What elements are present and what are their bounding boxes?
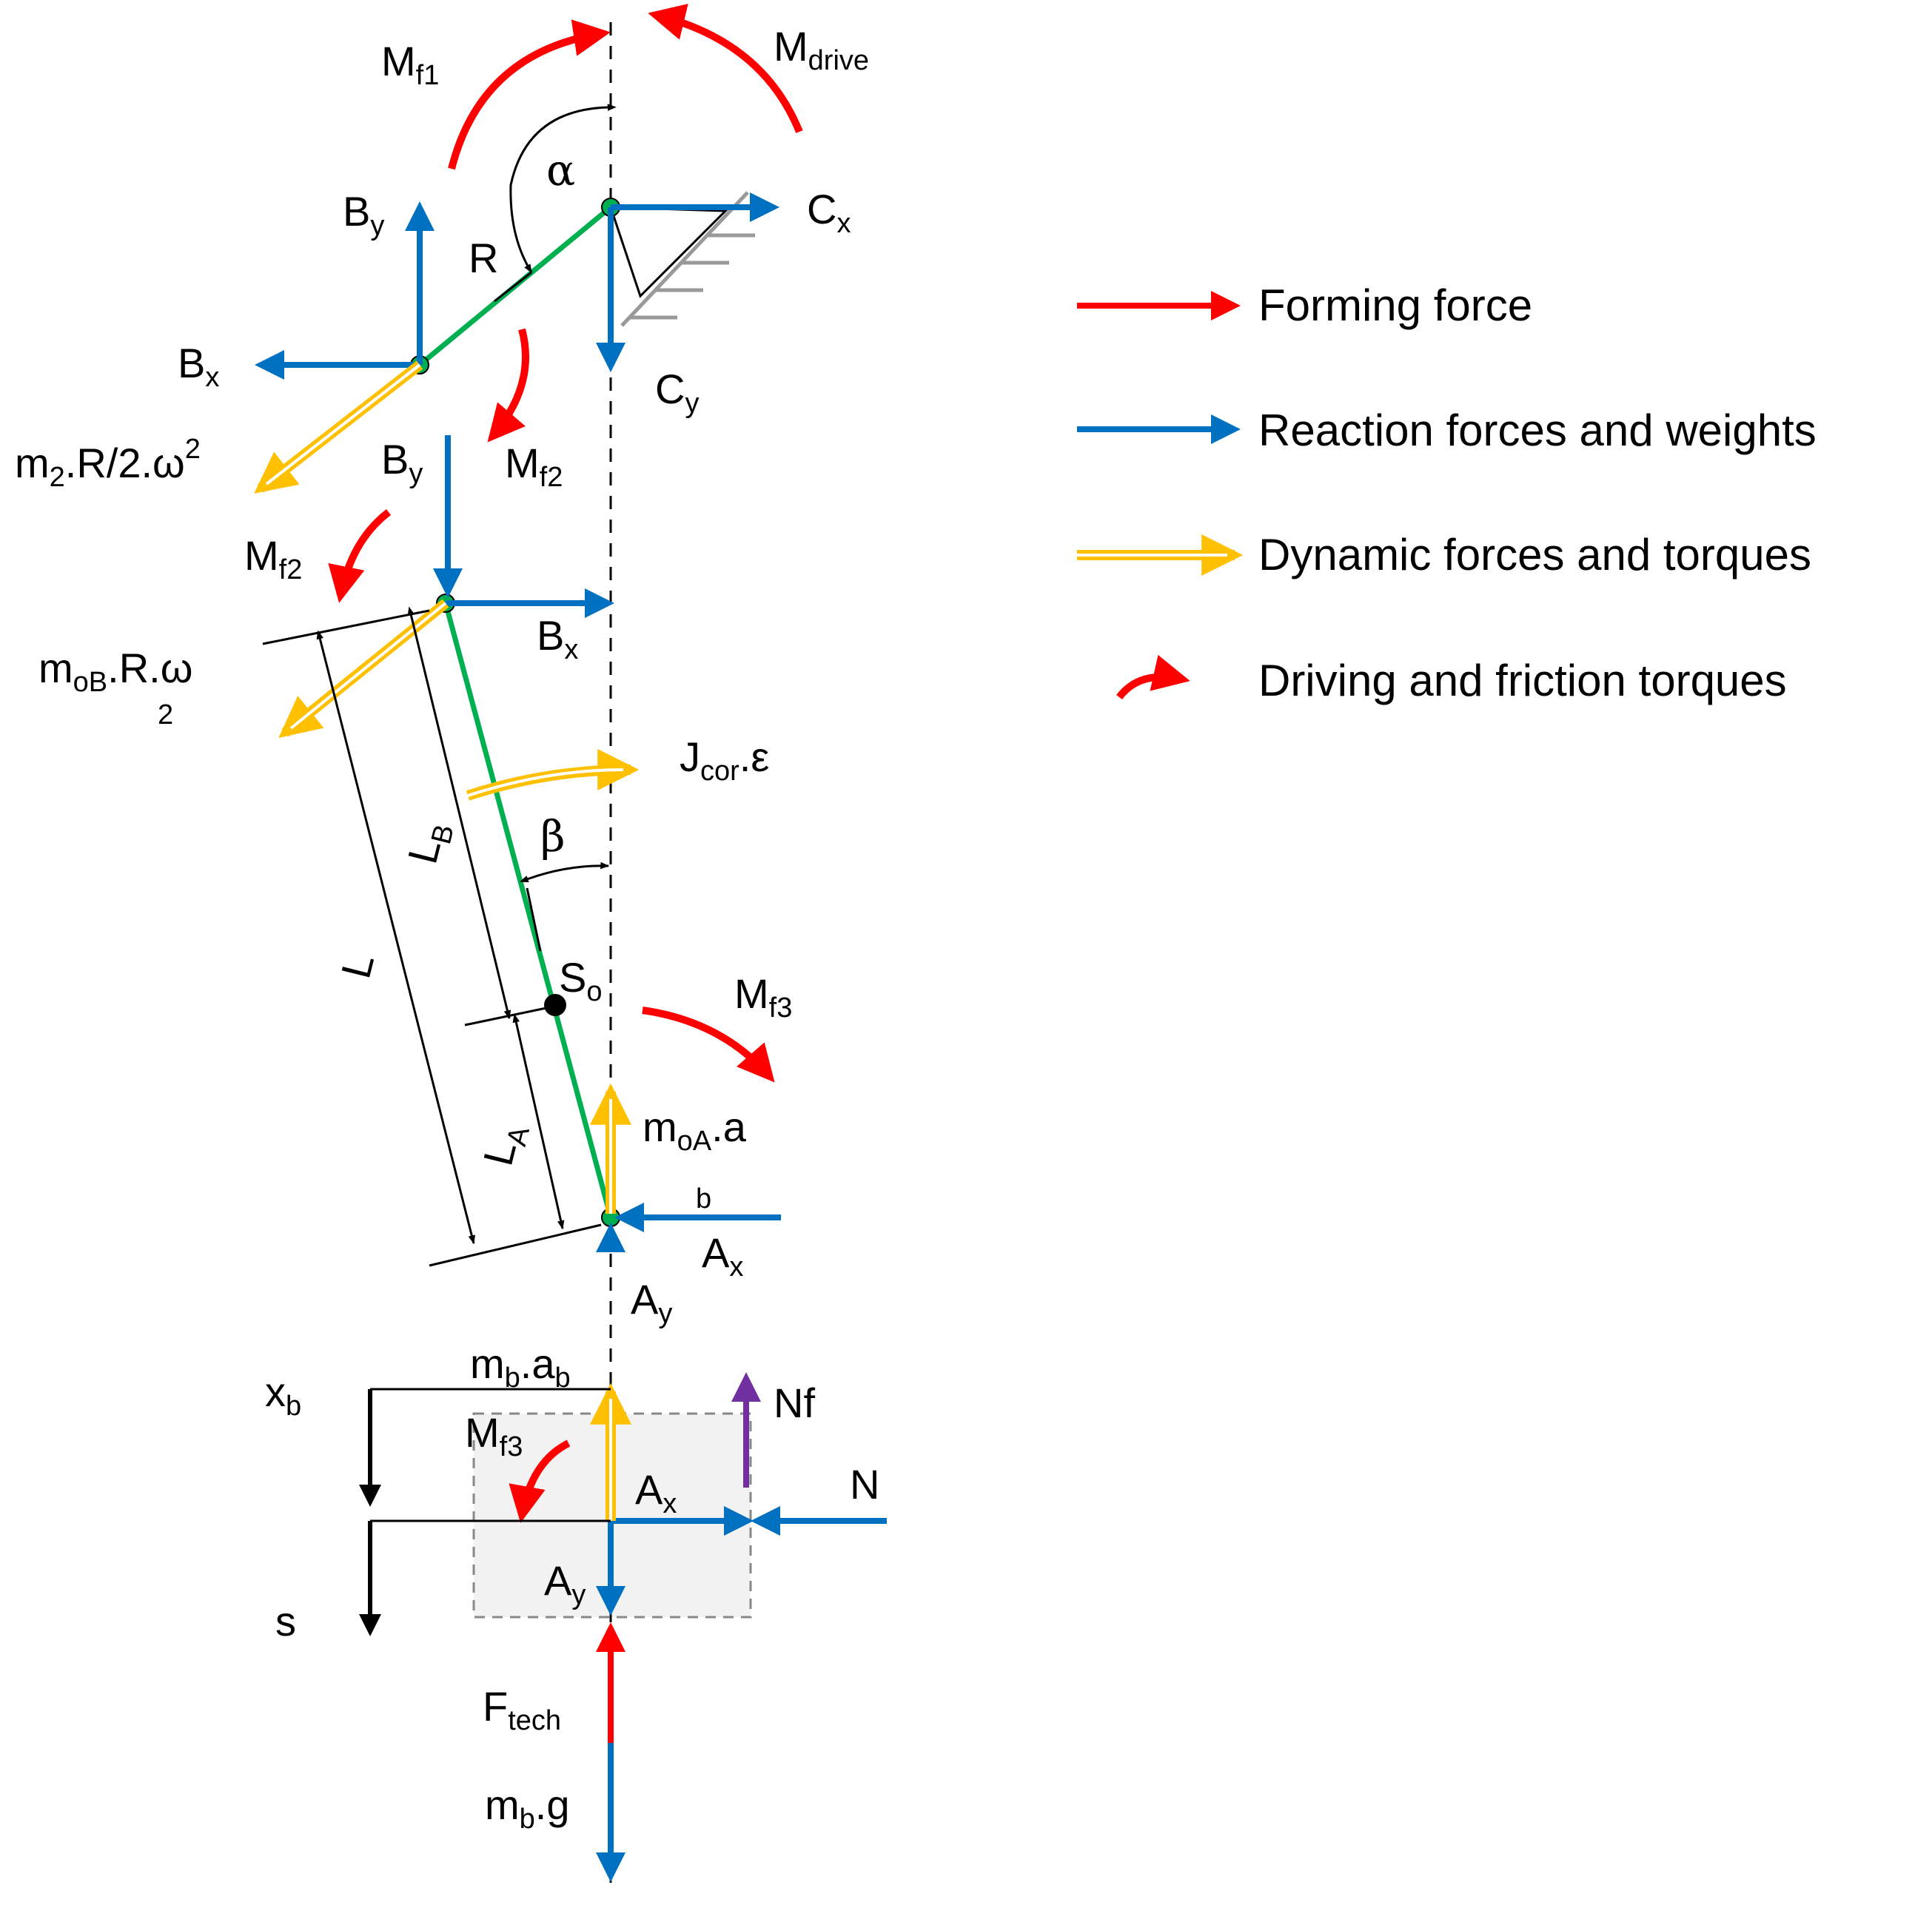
label-mbab: mb.ab [470, 1340, 571, 1394]
connecting-rod [443, 602, 614, 1218]
label-ftech: Ftech [483, 1683, 561, 1736]
label-ax-top: Ax [702, 1229, 743, 1283]
dimension-extension-top [262, 609, 430, 645]
beta-angle-arc [519, 861, 610, 883]
label-mob: moB.R.ω [38, 645, 192, 698]
alpha-angle-arc [509, 104, 617, 274]
label-cy: Cy [655, 366, 699, 419]
label-bx-right: Bx [537, 612, 578, 665]
legend-forming-label: Forming force [1258, 280, 1532, 330]
dimension-l [316, 630, 475, 1245]
label-mf2-left: Mf2 [244, 532, 302, 585]
label-mbg: mb.g [485, 1781, 570, 1835]
label-mf3-top: Mf3 [734, 970, 792, 1024]
dimension-la [512, 1013, 565, 1230]
label-cx: Cx [807, 186, 851, 239]
legend-item-forming: Forming force [1077, 280, 1532, 330]
label-ay-top: Ay [631, 1276, 672, 1329]
mdrive-torque-arrow [648, 4, 803, 133]
label-beta: β [540, 811, 566, 861]
mf3-top-torque-arrow [642, 1007, 775, 1083]
label-mob-exponent: 2 [158, 699, 173, 730]
label-mf2-right: Mf2 [505, 440, 563, 493]
label-mf1: Mf1 [381, 38, 439, 91]
label-by-top: By [343, 188, 384, 241]
xb-axis [359, 1388, 611, 1507]
label-bx-left: Bx [178, 340, 219, 393]
mf1-torque-arrow [448, 19, 611, 170]
label-mf3-bottom: Mf3 [465, 1409, 523, 1462]
label-alpha: α [546, 145, 575, 195]
label-nf: Nf [774, 1380, 815, 1426]
label-xb: xb [265, 1368, 301, 1422]
label-ay-bottom: Ay [544, 1557, 586, 1610]
label-by-mid: By [381, 436, 423, 489]
legend-reaction-label: Reaction forces and weights [1258, 406, 1817, 455]
label-b-small: b [696, 1183, 711, 1214]
label-lb: LB [399, 816, 461, 870]
label-l: L [332, 949, 383, 982]
mf2-right-torque-arrow [487, 328, 529, 443]
legend-item-reaction: Reaction forces and weights [1077, 406, 1817, 455]
dimension-lb [407, 606, 511, 1020]
ground-support [609, 191, 755, 327]
label-moa: moA.a [643, 1103, 747, 1157]
label-jcor: Jcor.ε [680, 733, 769, 787]
label-la: LA [474, 1118, 537, 1172]
legend-item-dynamic: Dynamic forces and torques [1077, 530, 1811, 579]
dimension-extension-mid [464, 1007, 547, 1027]
label-m2: m2.R/2.ω2 [15, 434, 201, 493]
label-ax-bottom: Ax [635, 1466, 677, 1519]
label-n: N [850, 1461, 879, 1508]
legend-torque-swatch [1116, 654, 1190, 700]
mf3-bottom-torque-arrow [509, 1439, 571, 1523]
legend-torque-label: Driving and friction torques [1258, 656, 1787, 705]
label-mdrive: Mdrive [774, 23, 869, 76]
label-s: s [275, 1598, 296, 1644]
center-of-mass [544, 994, 566, 1016]
legend: Forming force Reaction forces and weight… [1077, 280, 1817, 705]
mf2-left-torque-arrow [328, 509, 392, 603]
m2-inertia-arrow [254, 360, 423, 494]
label-so: So [559, 954, 603, 1007]
legend-dynamic-label: Dynamic forces and torques [1258, 530, 1811, 579]
label-r: R [469, 235, 498, 281]
dimension-extension-bottom [429, 1223, 602, 1267]
s-axis [359, 1519, 611, 1636]
legend-item-torque: Driving and friction torques [1116, 654, 1787, 705]
